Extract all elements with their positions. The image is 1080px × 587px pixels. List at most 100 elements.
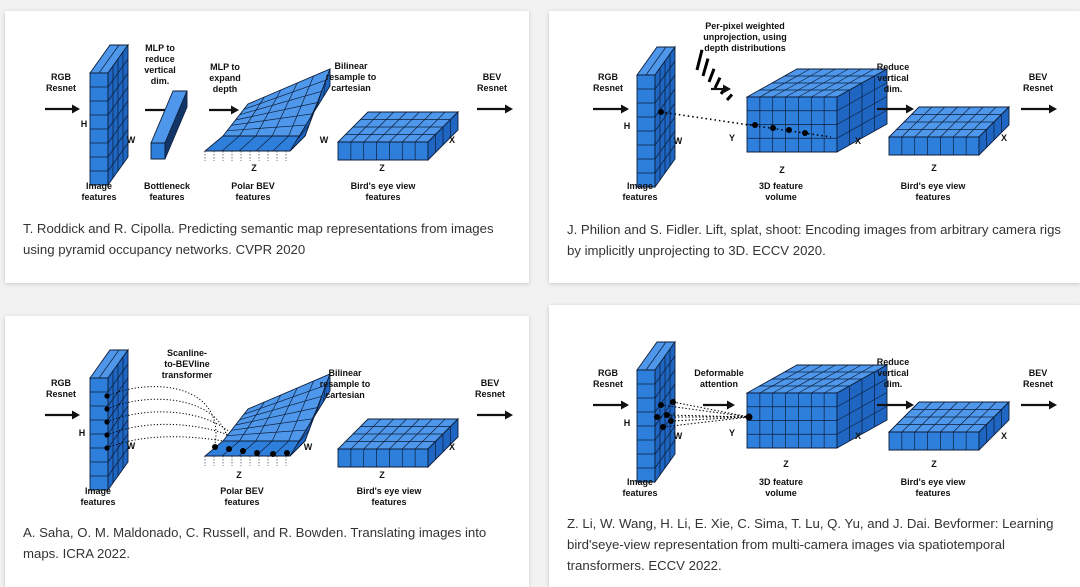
grid-line — [296, 429, 310, 446]
grid-line — [836, 109, 888, 139]
label-line: features — [915, 488, 950, 498]
label-line: Z — [379, 163, 385, 173]
label-line: depth distributions — [704, 43, 786, 53]
label-line: BEV — [481, 378, 500, 388]
label-line: features — [81, 192, 116, 202]
grid-line — [235, 407, 318, 426]
flow-arrowhead — [505, 410, 513, 420]
axis-label-z: Z — [251, 163, 257, 173]
axis-label-h: H — [79, 428, 86, 438]
axis-label-y: Y — [729, 133, 735, 143]
ray-sample-point — [658, 109, 664, 115]
grid-line — [107, 100, 129, 130]
grid-line — [272, 135, 289, 152]
axis-label-w: W — [304, 442, 313, 452]
flow-arrowhead — [72, 104, 80, 114]
sampling-point — [658, 402, 664, 408]
label-line: RGB — [51, 378, 72, 388]
grid-line — [107, 142, 129, 172]
label-line: Polar BEV — [220, 486, 264, 496]
axis-label-z: Z — [379, 470, 385, 480]
label-line: Reduce — [877, 62, 910, 72]
grid-line — [98, 44, 120, 74]
label-line: BEV — [1029, 72, 1048, 82]
label-line: Image — [627, 477, 653, 487]
attention-sampling-line — [660, 404, 750, 418]
axis-label-z: Z — [236, 470, 242, 480]
grid-line — [654, 425, 676, 455]
axis-label-w: W — [127, 135, 136, 145]
label-line: features — [622, 488, 657, 498]
depth-bin-bar — [695, 49, 704, 71]
label-line: Resnet — [46, 83, 76, 93]
grid-line — [107, 419, 129, 449]
label-line: X — [1001, 133, 1007, 143]
label-line: features — [224, 497, 259, 507]
attention-sampling-line — [670, 416, 750, 422]
label-line: vertical — [144, 65, 176, 75]
label-line: features — [149, 192, 184, 202]
label-line: W — [304, 442, 313, 452]
image-feature-map — [89, 348, 129, 492]
axis-label-x: X — [855, 136, 861, 146]
grid-line — [654, 383, 676, 413]
label-line: Resnet — [1023, 83, 1053, 93]
box-front-face — [888, 136, 980, 156]
label-line: RGB — [51, 72, 72, 82]
label-line: Y — [729, 428, 735, 438]
label-line: Deformable — [694, 368, 744, 378]
label-line: reduce — [145, 54, 175, 64]
bottleneck-feature-bar — [150, 90, 188, 160]
grid-line — [645, 341, 667, 371]
label-line: dim. — [884, 379, 903, 389]
grid-line — [316, 91, 323, 108]
grid-line — [107, 433, 129, 463]
grid-line — [238, 135, 257, 152]
bev-line-point — [212, 444, 218, 450]
label-line: W — [674, 136, 683, 146]
label-line: H — [624, 121, 631, 131]
axis-label-x: X — [449, 442, 455, 452]
axis-label-z: Z — [931, 163, 937, 173]
grid-line — [654, 144, 676, 174]
flow-arrowhead — [906, 400, 914, 410]
label-line: Resnet — [475, 389, 505, 399]
flow-arrowhead — [723, 84, 731, 94]
grid-line — [243, 79, 326, 110]
label-line: W — [674, 431, 683, 441]
axis-label-x: X — [1001, 133, 1007, 143]
label-line: Resnet — [46, 389, 76, 399]
axis-label-h: H — [624, 418, 631, 428]
label-line: Z — [931, 459, 937, 469]
bev-line-point — [284, 450, 290, 456]
grid-line — [316, 396, 323, 413]
grid-line — [836, 392, 888, 421]
bev-line-point — [270, 451, 276, 457]
grid-line — [654, 130, 676, 160]
label-line: MLP to — [145, 43, 175, 53]
scanline-attention-curve — [106, 436, 272, 453]
grid-line — [836, 82, 888, 112]
label-line: X — [449, 135, 455, 145]
grid-line — [107, 86, 129, 116]
grid-line — [107, 447, 129, 477]
grid-line — [221, 135, 240, 152]
label-line: MLP to — [210, 62, 240, 72]
grid-line — [239, 90, 322, 116]
label-line: X — [855, 431, 861, 441]
